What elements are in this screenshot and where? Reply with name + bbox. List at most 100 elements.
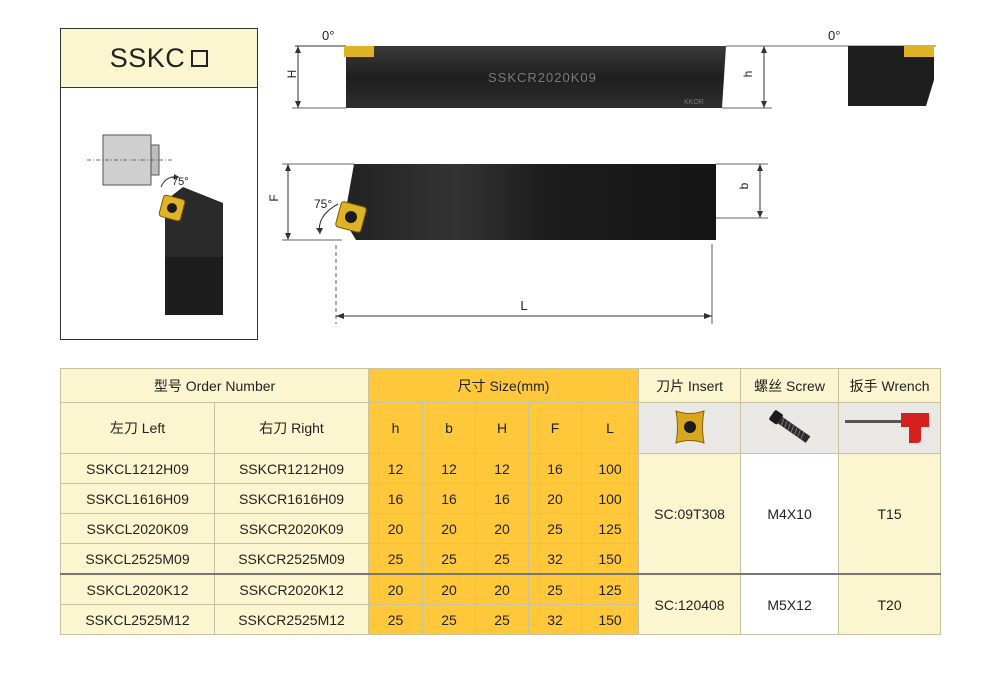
- dim-arrow-L-left: [336, 313, 344, 319]
- group2-insert: SC:120408: [638, 573, 742, 635]
- group2-screw: M5X12: [740, 573, 840, 635]
- angle-label-top-right: 0°: [828, 28, 840, 43]
- col-H: H: [475, 402, 530, 454]
- cell-H: 20: [475, 573, 530, 605]
- cell-F: 20: [528, 483, 583, 514]
- table-row: SSKCL1212H09 SSKCR1212H09 12 12 12 16 10…: [60, 453, 942, 575]
- dim-arrow-L-right: [704, 313, 712, 319]
- cell-h: 16: [368, 483, 424, 514]
- cell-b: 20: [422, 573, 477, 605]
- cell-H: 12: [475, 453, 530, 484]
- cell-b: 25: [422, 604, 477, 635]
- small-marking: KKOR: [684, 99, 704, 106]
- dim-arrow-F-top: [285, 164, 291, 171]
- model-title-box: SSKC 75°: [60, 28, 258, 340]
- screw-image-cell: [740, 402, 840, 454]
- cell-h: 20: [368, 573, 424, 605]
- dim-arrow-b-top: [757, 164, 763, 171]
- spec-table: 型号 Order Number 尺寸 Size(mm) 刀片 Insert 螺丝…: [59, 368, 942, 635]
- dim-arrow-h-bottom: [761, 101, 767, 108]
- table-row: SSKCL2020K12 SSKCR2020K12 20 20 20 25 12…: [60, 573, 942, 635]
- angle-label-detail: 75°: [172, 176, 189, 188]
- cell-F: 25: [528, 513, 583, 544]
- tool-end-view: [848, 46, 934, 106]
- cell-F: 32: [528, 604, 583, 635]
- cell-h: 25: [368, 604, 424, 635]
- dim-arrow-b-bottom: [757, 211, 763, 218]
- dim-label-L: L: [520, 298, 527, 313]
- cell-L: 125: [581, 513, 640, 544]
- col-F: F: [528, 402, 583, 454]
- insert-screw-detail: [167, 203, 177, 213]
- cell-right: SSKCR1212H09: [213, 453, 370, 484]
- cell-left: SSKCL1616H09: [60, 483, 215, 514]
- col-b: b: [422, 402, 477, 454]
- dim-arrow-H-bottom: [295, 101, 301, 108]
- group1-wrench: T15: [838, 453, 942, 575]
- dim-arrow-H-top: [295, 46, 301, 53]
- cell-H: 25: [475, 543, 530, 575]
- angle-label-side: 75°: [314, 197, 332, 211]
- tool-shank-top: [346, 46, 726, 108]
- col-L: L: [581, 402, 640, 454]
- cell-L: 125: [581, 573, 640, 605]
- insert-icon: [674, 409, 705, 444]
- table-row: SSKCL2525M12 SSKCR2525M12 25 25 25 32 15…: [60, 604, 941, 635]
- wrench-icon: [844, 412, 929, 443]
- cell-right: SSKCR2525M12: [213, 604, 370, 635]
- insert-top: [344, 46, 374, 57]
- model-title-header: SSKC: [61, 29, 257, 88]
- screw-icon: [768, 409, 810, 443]
- table-row: SSKCL2020K09 SSKCR2020K09 20 20 20 25 12…: [60, 513, 941, 544]
- tool-shank-side: [344, 164, 716, 240]
- cell-left: SSKCL2525M09: [60, 543, 215, 575]
- dim-arrow-h-top: [761, 46, 767, 53]
- group1-insert: SC:09T308: [638, 453, 742, 575]
- cell-F: 32: [528, 543, 583, 575]
- cell-L: 100: [581, 453, 640, 484]
- cell-left: SSKCL2020K12: [60, 573, 215, 605]
- tool-drawing: 0° SSKCR2020K09 KKOR H h 0° F b 75° L: [267, 28, 936, 324]
- col-h: h: [368, 402, 424, 454]
- col-left: 左刀 Left: [60, 402, 215, 454]
- shank-marking: SSKCR2020K09: [488, 70, 597, 85]
- cell-h: 12: [368, 453, 424, 484]
- cell-F: 25: [528, 573, 583, 605]
- insert-image-cell: [638, 402, 742, 454]
- cell-right: SSKCR1616H09: [213, 483, 370, 514]
- model-suffix-placeholder-icon: [191, 49, 209, 67]
- table-row: SSKCL1616H09 SSKCR1616H09 16 16 16 20 10…: [60, 483, 941, 514]
- cell-b: 12: [422, 453, 477, 484]
- dim-label-H: H: [285, 70, 299, 79]
- cell-L: 150: [581, 543, 640, 575]
- cell-b: 20: [422, 513, 477, 544]
- header-screw: 螺丝 Screw: [740, 368, 840, 403]
- cell-h: 25: [368, 543, 424, 575]
- cell-F: 16: [528, 453, 583, 484]
- tool-shank-detail: [165, 257, 223, 315]
- model-title: SSKC: [109, 42, 186, 73]
- detail-drawing: 75°: [87, 134, 223, 315]
- dim-label-b: b: [737, 182, 751, 189]
- angle-arrow-side: [316, 228, 323, 234]
- cell-H: 16: [475, 483, 530, 514]
- insert-end-view: [904, 46, 934, 57]
- angle-label-top-left: 0°: [322, 28, 334, 43]
- header-order-number: 型号 Order Number: [59, 368, 370, 403]
- cell-left: SSKCL1212H09: [60, 453, 215, 484]
- cell-L: 100: [581, 483, 640, 514]
- header-size: 尺寸 Size(mm): [368, 368, 640, 403]
- cell-right: SSKCR2020K12: [213, 573, 370, 605]
- cell-H: 25: [475, 604, 530, 635]
- dim-label-h: h: [741, 71, 755, 78]
- group1-screw: M4X10: [740, 453, 840, 575]
- cell-H: 20: [475, 513, 530, 544]
- cell-right: SSKCR2020K09: [213, 513, 370, 544]
- cell-left: SSKCL2020K09: [60, 513, 215, 544]
- group2-wrench: T20: [838, 573, 942, 635]
- wrench-image-cell: [838, 402, 942, 454]
- cell-h: 20: [368, 513, 424, 544]
- dim-arrow-F-bottom: [285, 233, 291, 240]
- insert-screw-side: [345, 211, 357, 223]
- cell-b: 16: [422, 483, 477, 514]
